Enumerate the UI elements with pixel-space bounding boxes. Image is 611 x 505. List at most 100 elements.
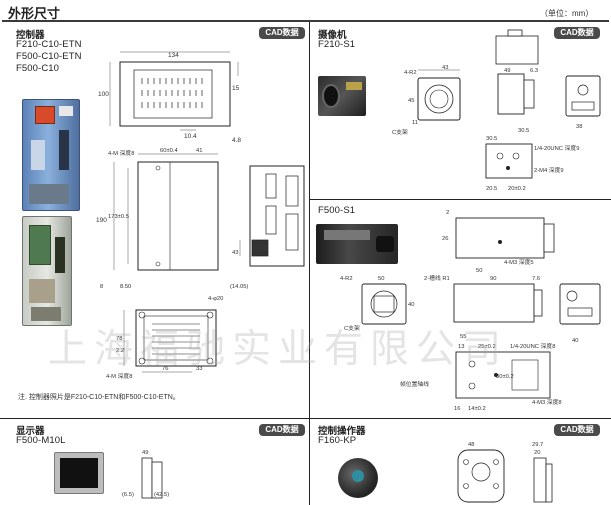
controller-photo-grey <box>22 216 72 326</box>
dim-f210-20: 20±0.2 <box>508 186 526 192</box>
camera-f500-side-view: 2-槽线 R1 90 7.6 55 <box>424 274 543 340</box>
dim-f210-11: 11 <box>412 120 418 126</box>
dim-f500-90: 90 <box>490 276 496 282</box>
dim-bot-78: 78 <box>116 336 122 342</box>
dim-f210-b305: 30.5 <box>486 136 497 142</box>
dim-front-holes: 4-M 深度8 <box>108 149 134 157</box>
dim-f210-63: 6.3 <box>530 68 538 74</box>
camera-title: 摄像机 <box>318 30 347 41</box>
dim-f500-h40: 40 <box>408 302 414 308</box>
monitor-photo <box>54 452 104 494</box>
dim-f210-cmount: C支架 <box>392 128 408 136</box>
dim-f500-b16: 16 <box>454 406 460 412</box>
camera-f210-model: F210-S1 <box>318 39 356 50</box>
header-rule <box>2 20 609 22</box>
dim-side-43: 43 <box>232 250 238 256</box>
camera-f500-bottom-view: 13 25±0.2 1/4-20UNC 深度8 30±0.2 帧位置轴线 16 … <box>400 342 562 412</box>
dim-f500-t50: 50 <box>476 268 482 274</box>
camera-f500-model: F500-S1 <box>318 205 356 216</box>
dim-f500-r2: 4-R2 <box>340 276 353 282</box>
dim-f210-38: 38 <box>576 124 582 130</box>
dim-f500-b14: 14±0.2 <box>468 406 486 412</box>
monitor-title: 显示器 <box>16 426 45 437</box>
console-photo <box>338 458 378 498</box>
dim-top-15: 15 <box>232 85 240 92</box>
controller-title: 控制器 <box>16 30 45 41</box>
console-model: F160-KP <box>318 435 357 446</box>
dim-front-pitch: 60±0.4 <box>160 148 178 154</box>
controller-side-view: 43 (14.05) <box>230 165 305 290</box>
dim-f500-w50: 50 <box>378 276 384 282</box>
controller-top-view: 134 100 15 10.4 4.8 <box>98 51 241 144</box>
divider-right-bottom <box>310 418 611 419</box>
dim-console-48: 48 <box>468 442 474 448</box>
dim-f500-cmount: C支架 <box>344 324 360 332</box>
dim-f210-43: 43 <box>442 65 448 71</box>
controller-front-view: 4-M 深度8 60±0.4 41 190 173±0.5 8 8.50 <box>96 148 219 290</box>
watermark-text: 上海福驰实业有限公司 <box>48 327 509 372</box>
dim-f500-bm3: 4-M3 深度8 <box>532 398 562 406</box>
dim-bot-m: 4-M 深度8 <box>106 372 132 380</box>
dim-front-41: 41 <box>196 148 202 154</box>
dim-f500-m3: 4-M3 深度5 <box>504 258 534 266</box>
divider-right-mid <box>310 199 611 200</box>
console-cad-badge[interactable]: CAD数据 <box>554 424 600 436</box>
dim-side-1405: (14.05) <box>230 284 248 290</box>
dim-top-104: 10.4 <box>184 133 197 140</box>
dim-f210-r2: 4-R2 <box>404 70 417 76</box>
controller-photo-blue <box>22 99 80 211</box>
camera-f210-cad-badge[interactable]: CAD数据 <box>554 27 600 39</box>
camera-f500-front-view: 4-R2 50 40 C支架 <box>340 276 414 332</box>
controller-note: 注. 控制器照片是F210-C10-ETN和F500-C10-ETN。 <box>18 394 180 401</box>
camera-f210-rear-view: 38 <box>565 75 601 130</box>
dim-console-297: 29.7 <box>532 442 543 448</box>
dim-front-173: 173±0.5 <box>108 214 129 220</box>
dim-f210-205: 20.5 <box>486 186 497 192</box>
camera-f210-front-view: 4-R2 43 45 11 C支架 <box>392 65 461 136</box>
camera-f210-side-view: 49 6.3 30.5 <box>497 68 538 134</box>
monitor-cad-badge[interactable]: CAD数据 <box>259 424 305 436</box>
dim-top-width: 134 <box>168 52 179 59</box>
console-title: 控制操作器 <box>318 426 366 437</box>
page-title: 外形尺寸 <box>8 6 61 21</box>
dim-f500-b25: 25±0.2 <box>478 344 496 350</box>
dim-f500-55: 55 <box>460 334 466 340</box>
dim-bot-holes: 4-φ20 <box>208 296 223 302</box>
dim-front-8: 8 <box>100 284 103 290</box>
dim-f500-b13: 13 <box>458 344 464 350</box>
dim-f210-49: 49 <box>504 68 510 74</box>
controller-model-1: F210-C10-ETN <box>16 39 82 50</box>
camera-f500-top-view: 2 26 50 4-M3 深度5 <box>442 210 555 274</box>
dim-monitor-49: 49 <box>142 450 148 456</box>
dim-top-height: 100 <box>98 91 109 98</box>
dim-f500-76: 7.6 <box>532 276 540 282</box>
dim-bot-22: 2.2 <box>116 348 124 354</box>
controller-model-3: F500-C10 <box>16 63 60 74</box>
camera-f210-photo <box>318 76 366 116</box>
camera-f210-top-view <box>495 29 539 65</box>
column-divider <box>309 22 310 505</box>
dim-f500-bunc: 1/4-20UNC 深度8 <box>510 342 555 350</box>
dim-f500-baxis: 帧位置轴线 <box>400 380 429 388</box>
divider-left-bottom <box>0 418 309 419</box>
dim-front-190: 190 <box>96 217 107 224</box>
monitor-side-view: 49 (6.5) (42.5) <box>122 450 169 499</box>
dim-monitor-65: (6.5) <box>122 492 134 498</box>
dim-bot-76: 76 <box>162 366 168 372</box>
camera-f500-rear-view: 40 <box>559 283 601 344</box>
dim-bot-33: 33 <box>196 366 202 372</box>
controller-model-2: F500-C10-ETN <box>16 51 82 62</box>
dim-console-20: 20 <box>534 450 540 456</box>
console-front-view: 48 <box>457 442 505 503</box>
controller-cad-badge[interactable]: CAD数据 <box>259 27 305 39</box>
dim-f210-unc: 1/4-20UNC 深度9 <box>534 144 579 152</box>
dim-front-850: 8.50 <box>120 284 131 290</box>
dim-monitor-425: (42.5) <box>154 492 169 498</box>
dim-f210-m4: 2-M4 深度9 <box>534 166 564 174</box>
console-side-view: 29.7 20 <box>532 442 553 503</box>
dim-f500-b30: 30±0.2 <box>496 374 514 380</box>
dim-f210-45: 45 <box>408 98 414 104</box>
dim-f500-t26: 26 <box>442 236 448 242</box>
unit-label: （单位：mm） <box>540 9 594 18</box>
dim-f500-slot: 2-槽线 R1 <box>424 274 450 282</box>
